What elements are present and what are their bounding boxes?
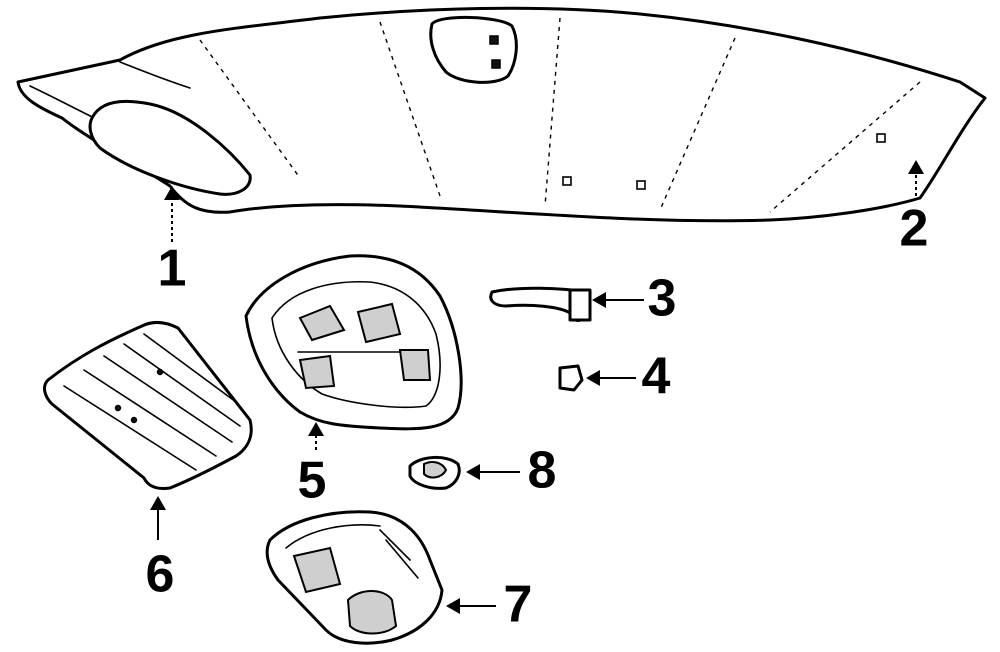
cover-panel [43, 320, 253, 490]
lamp-assembly [265, 510, 444, 645]
console-housing [244, 254, 463, 431]
callout-4: 4 [642, 348, 671, 406]
callout-5: 5 [298, 452, 327, 510]
bulb [408, 456, 461, 490]
callout-1: 1 [158, 240, 187, 298]
callout-labels: 1 2 3 4 5 6 7 8 [146, 200, 929, 634]
clip [558, 364, 584, 392]
leader-lines [150, 160, 924, 614]
headliner [16, 6, 987, 223]
grab-handle [489, 286, 592, 322]
callout-8: 8 [528, 442, 557, 500]
callout-6: 6 [146, 546, 175, 604]
callout-3: 3 [648, 270, 677, 328]
callout-2: 2 [900, 200, 929, 258]
callout-7: 7 [504, 576, 533, 634]
headliner-opening [88, 99, 252, 196]
